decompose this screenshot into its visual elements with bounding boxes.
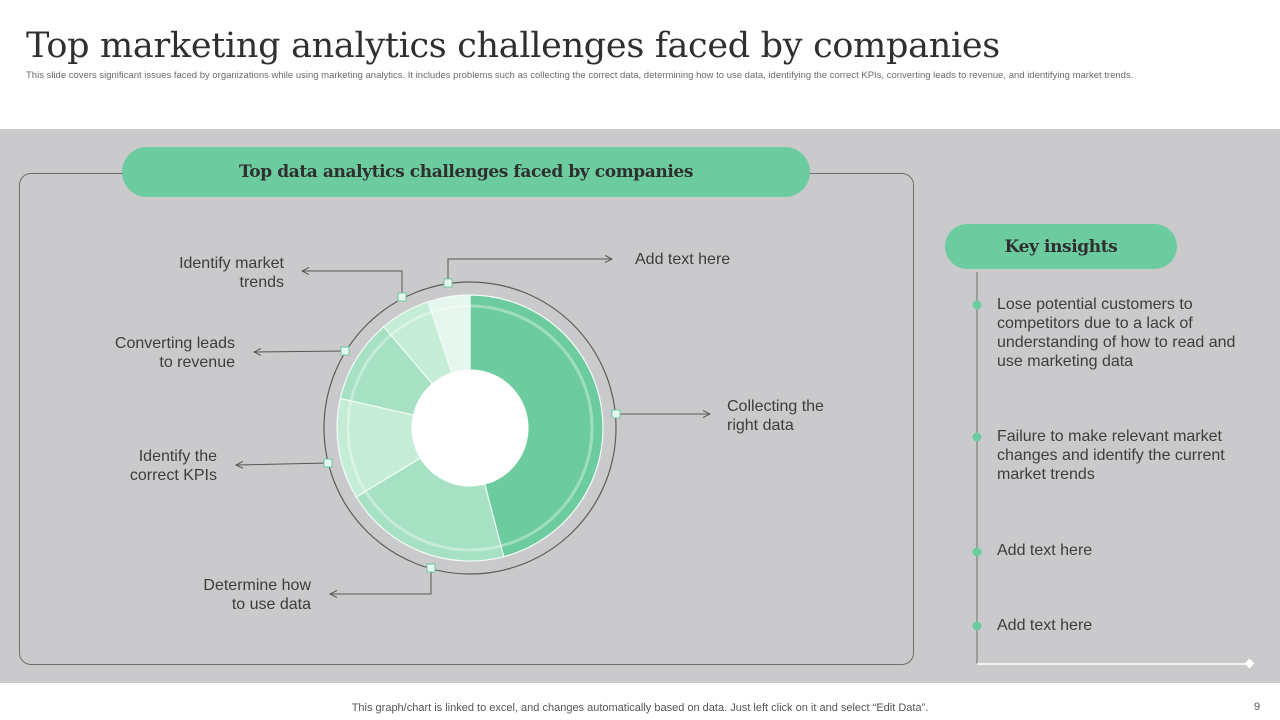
callout-marker-1 xyxy=(426,563,436,573)
callout-line-4 xyxy=(302,271,403,297)
key-insights-heading: Key insights xyxy=(945,224,1177,269)
insight-item-4: Add text here xyxy=(997,617,1093,634)
callout-marker-5 xyxy=(443,278,453,288)
insight-bullet-3 xyxy=(972,547,982,557)
callout-line-5 xyxy=(447,259,612,283)
chart-label-add-text: Add text here xyxy=(635,251,731,268)
donut-inner-highlight xyxy=(346,304,594,552)
chart-label-market-trends: Identify market trends xyxy=(179,255,284,291)
insight-item-2: Failure to make relevant market changes … xyxy=(997,428,1225,483)
insight-bullet-2 xyxy=(972,432,982,442)
callout-marker-0 xyxy=(611,409,621,419)
donut-outer-ring xyxy=(323,281,617,575)
content-background xyxy=(0,129,1280,683)
chart-label-identify-kpis: Identify the correct KPIs xyxy=(129,448,217,484)
chart-label-determine-use: Determine how to use data xyxy=(203,577,311,613)
footer-note: This graph/chart is linked to excel, and… xyxy=(351,702,929,714)
callout-marker-2 xyxy=(323,458,333,468)
insights-timeline-end-diamond xyxy=(1244,658,1255,669)
chart-label-collecting-data: Collecting the right data xyxy=(727,398,824,434)
chart-heading: Top data analytics challenges faced by c… xyxy=(122,147,810,197)
callout-line-2 xyxy=(236,463,329,465)
insight-item-1: Lose potential customers to competitors … xyxy=(997,296,1236,370)
callout-line-1 xyxy=(330,568,432,594)
chart-label-converting-leads: Converting leads to revenue xyxy=(114,335,235,371)
callout-marker-4 xyxy=(397,292,407,302)
donut-hole xyxy=(412,370,528,486)
insight-bullet-1 xyxy=(972,300,982,310)
insight-item-3: Add text here xyxy=(997,542,1093,559)
page-number: 9 xyxy=(1254,701,1261,713)
page-title: Top marketing analytics challenges faced… xyxy=(26,26,1000,66)
insight-bullet-4 xyxy=(972,621,982,631)
callout-line-3 xyxy=(254,351,346,352)
callout-marker-3 xyxy=(340,346,350,356)
page-subtitle: This slide covers significant issues fac… xyxy=(26,70,1134,81)
